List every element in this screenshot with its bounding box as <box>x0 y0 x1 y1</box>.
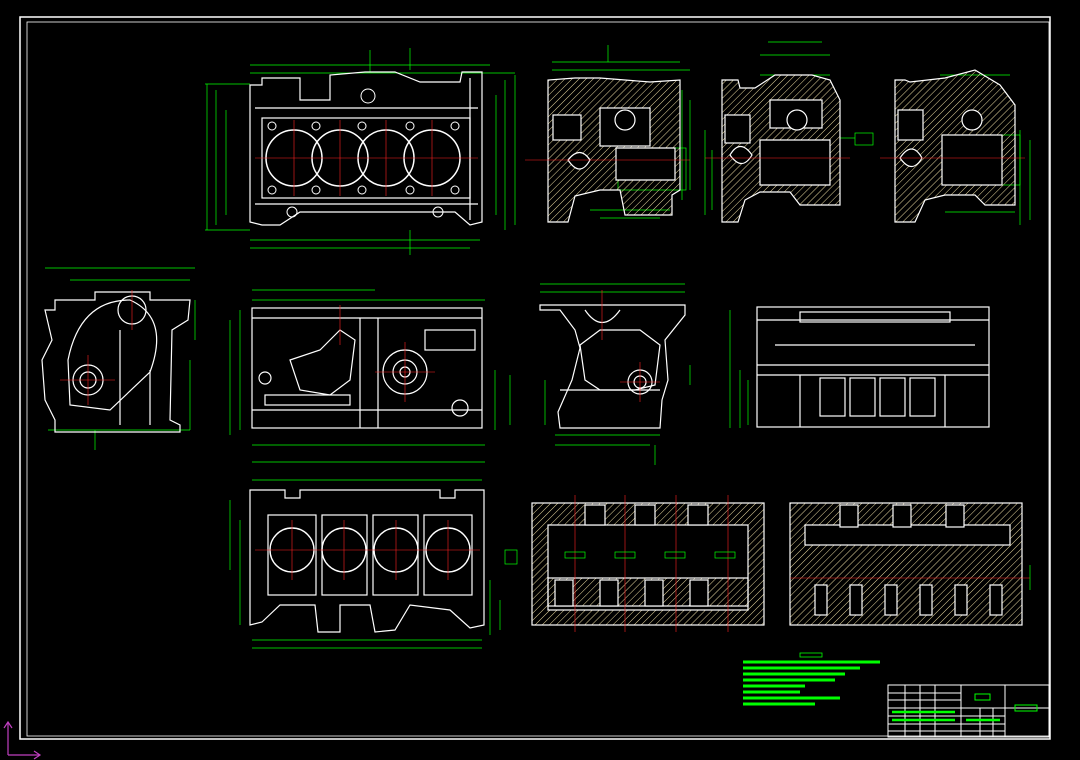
long-section-b <box>789 502 1031 626</box>
end-view-middle <box>539 283 691 465</box>
side-section-b <box>880 69 1031 225</box>
end-view-left <box>41 267 196 450</box>
technical-notes <box>743 652 880 706</box>
sheet-border <box>19 16 1051 740</box>
front-section <box>525 45 691 223</box>
long-section-a <box>531 495 765 632</box>
side-view-right <box>729 306 990 428</box>
side-section-a <box>704 41 874 223</box>
bottom-view-cylinder-bores <box>229 479 518 649</box>
top-view-cylinder-bores <box>205 48 516 255</box>
side-view-middle <box>229 289 511 463</box>
title-block <box>887 684 1050 738</box>
ucs-axis-icon <box>3 720 42 760</box>
